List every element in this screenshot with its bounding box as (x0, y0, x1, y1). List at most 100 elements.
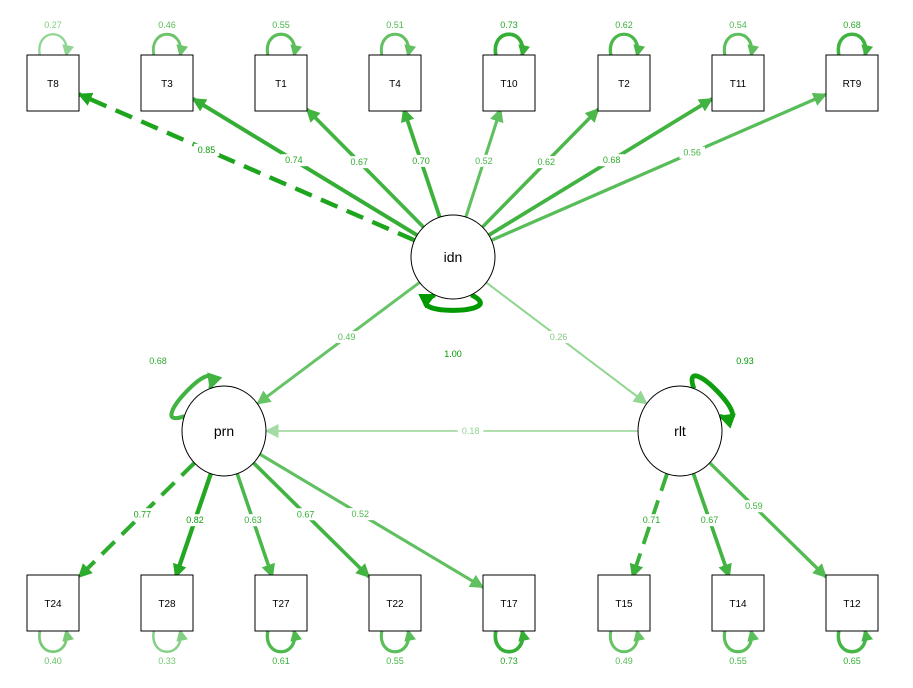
residual-label-T1: 0.55 (272, 20, 290, 30)
observed-box (825, 574, 879, 632)
loading-idn-RT9-label: 0.56 (683, 148, 701, 158)
variance-loop-idn (418, 281, 483, 313)
loading-idn-T2-label: 0.62 (537, 157, 555, 167)
residual-label-T14-bg (725, 655, 751, 667)
loading-prn-T17-label: 0.52 (352, 509, 370, 519)
observed-label: T24 (44, 599, 62, 610)
loading-prn-T22-label: 0.67 (297, 509, 315, 519)
residual-label-T3: 0.46 (158, 20, 176, 30)
residual-label-T4-bg (382, 19, 408, 31)
loading-idn-T1-label-bg (346, 156, 373, 169)
loading-rlt-T12-label: 0.59 (745, 501, 763, 511)
observed-node-T24: T24 (26, 574, 80, 632)
loading-idn-T10-label: 0.52 (475, 156, 493, 166)
regression-idn-prn (256, 281, 421, 405)
regression-idn-rlt (485, 281, 648, 405)
observed-box (368, 54, 422, 112)
observed-label: T11 (730, 79, 747, 90)
latent-label: prn (214, 423, 234, 439)
residual-variance-T3 (150, 32, 189, 68)
residual-label-T22: 0.55 (386, 656, 404, 666)
observed-box (711, 574, 765, 632)
loading-idn-T8-label: 0.85 (198, 145, 216, 155)
regression-idn-rlt-label-bg (545, 331, 572, 344)
regression-rlt-prn-label: 0.18 (462, 426, 480, 436)
observed-node-T17: T17 (482, 574, 536, 632)
residual-label-T17-bg (496, 655, 522, 667)
loading-rlt-T14-label-bg (696, 514, 723, 527)
residual-label-T24: 0.40 (44, 656, 62, 666)
observed-label: T17 (500, 599, 518, 610)
observed-node-T1: T1 (254, 54, 308, 112)
loading-prn-T27-label-bg (240, 514, 266, 527)
observed-label: T10 (500, 79, 518, 90)
observed-node-T27: T27 (254, 574, 308, 632)
residual-variance-T2 (607, 32, 646, 68)
residual-label-T12-bg (839, 655, 865, 667)
residual-variance-T10 (492, 32, 531, 68)
loading-idn-T11-label-bg (598, 154, 625, 167)
residual-variance-T22 (378, 618, 417, 654)
loading-rlt-T14-label: 0.67 (701, 515, 719, 525)
residual-label-T2-bg (611, 19, 637, 31)
residual-label-T27-bg (268, 655, 294, 667)
residual-label-T1-bg (268, 19, 294, 31)
residual-label-T14: 0.55 (729, 656, 747, 666)
observed-label: T15 (615, 599, 633, 610)
observed-node-T12: T12 (825, 574, 879, 632)
variance-loop-prn (169, 372, 223, 421)
observed-label: T14 (729, 599, 747, 610)
residual-variance-T15 (607, 618, 646, 654)
residual-label-T10: 0.73 (500, 20, 518, 30)
observed-node-T14: T14 (711, 574, 765, 632)
observed-label: T27 (272, 599, 290, 610)
loading-idn-T3-label-bg (281, 154, 307, 167)
variance-label-prn-bg (145, 355, 171, 367)
residual-label-T28: 0.33 (158, 656, 176, 666)
observed-box (140, 54, 194, 112)
regression-idn-prn-label: 0.49 (338, 332, 356, 342)
residual-label-T3-bg (154, 19, 180, 31)
residual-variance-T12 (835, 618, 874, 654)
loading-idn-T11-label: 0.68 (603, 155, 621, 165)
observed-node-T2: T2 (597, 54, 651, 112)
residual-variance-T11 (721, 32, 760, 68)
observed-node-T10: T10 (482, 54, 536, 112)
loading-prn-T17 (259, 452, 485, 589)
loading-idn-T11 (487, 97, 714, 237)
loading-prn-T28-label: 0.82 (186, 515, 204, 525)
residual-variance-T28 (150, 618, 189, 653)
observed-label: RT9 (843, 79, 862, 90)
residual-variance-T8 (36, 33, 75, 68)
residual-label-T11-bg (725, 19, 751, 31)
regression-idn-rlt-label: 0.26 (550, 332, 568, 342)
observed-box (482, 574, 536, 632)
loading-rlt-T12-label-bg (741, 500, 767, 513)
loading-idn-T2-label-bg (533, 156, 560, 169)
variance-label-prn: 0.68 (149, 356, 167, 366)
loading-prn-T22-label-bg (292, 508, 319, 521)
observed-node-T8: T8 (26, 54, 80, 112)
observed-label: T2 (618, 79, 630, 90)
residual-variance-T17 (492, 618, 531, 654)
regression-rlt-prn-label-bg (457, 425, 484, 437)
observed-node-T4: T4 (368, 54, 422, 112)
latent-node-rlt: rlt (637, 385, 723, 477)
variance-label-rlt-bg (732, 355, 758, 367)
loading-prn-T28-label-bg (182, 514, 208, 527)
loading-rlt-T15 (629, 473, 669, 579)
residual-label-T15-bg (611, 655, 637, 667)
observed-node-T15: T15 (597, 574, 651, 632)
residual-label-T10-bg (496, 19, 522, 31)
residual-label-T8: 0.27 (44, 20, 62, 30)
observed-label: T28 (158, 599, 176, 610)
latent-node-idn: idn (410, 214, 496, 300)
loading-idn-RT9 (490, 92, 828, 242)
observed-box (26, 54, 80, 112)
observed-label: T1 (275, 79, 287, 90)
residual-label-T8-bg (40, 19, 66, 31)
latent-node-prn: prn (181, 385, 267, 477)
observed-node-T11: T11 (711, 54, 765, 112)
loading-rlt-T15-label-bg (638, 514, 665, 527)
